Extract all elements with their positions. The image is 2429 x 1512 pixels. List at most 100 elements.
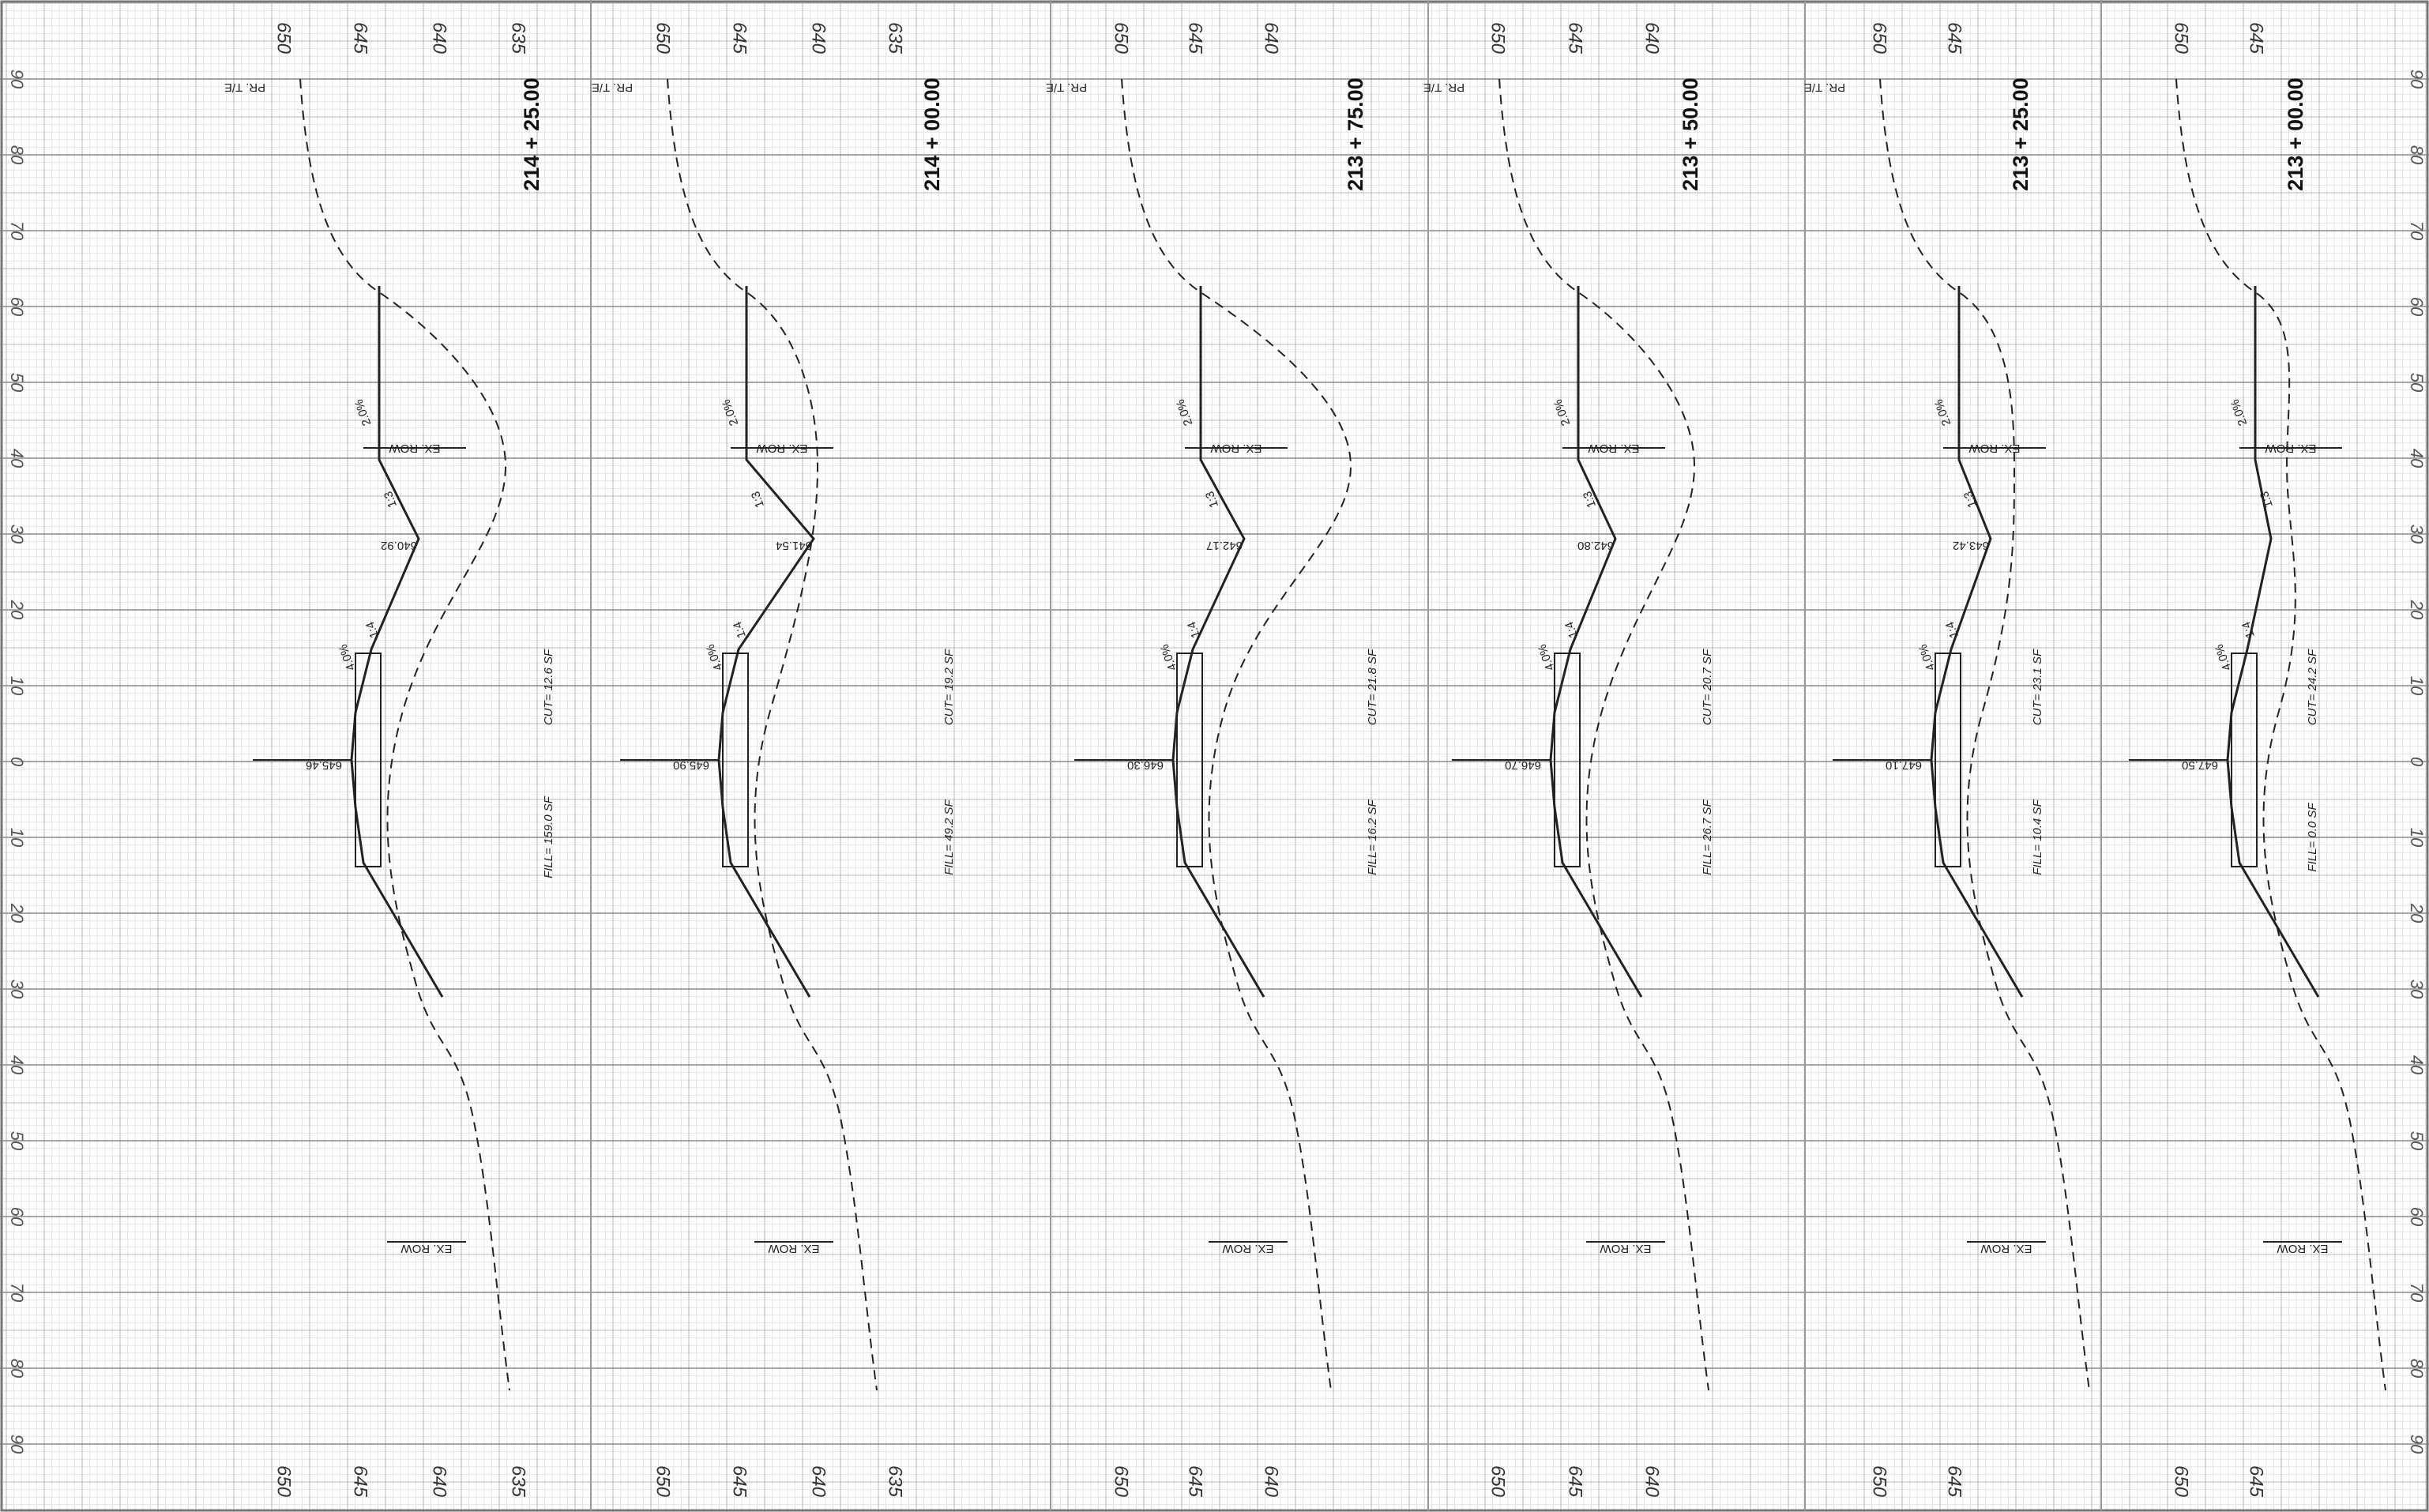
offset-label-left: 30	[7, 525, 27, 544]
existing-ground-line	[667, 78, 878, 1391]
slope-label: 1:3	[1581, 489, 1599, 509]
pavement-box	[1935, 653, 1961, 867]
offset-label-right: 60	[2407, 1207, 2427, 1227]
slope-label: 1:4	[1943, 619, 1961, 639]
elevation-label-bottom: 645	[729, 1465, 750, 1498]
offset-label-right: 50	[2407, 1131, 2427, 1151]
offset-label-left: 60	[7, 1207, 27, 1227]
elevation-label-top: 645	[350, 22, 371, 55]
offset-label-left: 20	[7, 600, 27, 620]
pavement-box	[722, 653, 749, 867]
centerline-elevation: 645.90	[673, 758, 709, 772]
ten-foot-lines	[0, 78, 2429, 1445]
offset-label-left: 40	[7, 449, 27, 468]
row-label-bottom: EX. ROW	[768, 1242, 820, 1255]
offset-label-left: 20	[7, 903, 27, 923]
elevation-label-top: 650	[652, 22, 674, 55]
slope-label: 1:4	[731, 619, 749, 639]
elevation-label-top: 640	[808, 22, 829, 55]
elevation-label-top: 650	[1111, 22, 1132, 55]
elevation-label-bottom: 645	[350, 1465, 371, 1498]
cut-area-label: CUT= 20.7 SF	[1701, 649, 1714, 725]
cut-area-label: CUT= 21.8 SF	[1366, 649, 1379, 725]
cut-area-label: CUT= 23.1 SF	[2031, 649, 2044, 725]
elevation-label-top: 640	[1261, 22, 1282, 55]
fill-area-label: FILL= 26.7 SF	[1701, 799, 1714, 874]
offset-label-right: 20	[2407, 600, 2427, 620]
row-label-bottom: EX. ROW	[1980, 1242, 2032, 1255]
offset-label-right: 80	[2407, 1359, 2427, 1378]
station-label: 213 + 75.00	[1344, 77, 1367, 190]
pavement-box	[2231, 653, 2258, 867]
slope-label: 1:3	[1203, 489, 1221, 509]
elevation-label-bottom: 645	[1185, 1465, 1206, 1498]
elevation-label-bottom: 640	[808, 1465, 829, 1498]
elevation-label-top: 645	[1185, 22, 1206, 55]
elevation-label-bottom: 645	[1565, 1465, 1586, 1498]
slope-label: 1:3	[1961, 489, 1980, 509]
offset-label-right: 70	[2407, 221, 2427, 241]
offset-label-left: 80	[7, 145, 27, 165]
offset-label-left: 70	[7, 221, 27, 241]
offset-label-right: 50	[2407, 373, 2427, 393]
slope-label: 1:4	[1562, 619, 1581, 639]
elevation-label-bottom: 650	[1487, 1465, 1509, 1498]
row-label-top: EX. ROW	[389, 442, 441, 455]
ditch-elevation: 642.80	[1577, 539, 1614, 552]
elevation-label-top: 645	[729, 22, 750, 55]
centerline-elevation: 647.50	[2182, 758, 2218, 772]
elevation-label-top: 645	[2246, 22, 2267, 55]
elevation-label-top: 635	[885, 22, 906, 55]
pr-te-label: PR. T/E	[1423, 81, 1465, 94]
fill-area-label: FILL= 159.0 SF	[542, 795, 555, 878]
pr-te-label: PR. T/E	[1804, 81, 1845, 94]
elevation-label-top: 650	[1487, 22, 1509, 55]
elevation-label-top: 640	[429, 22, 450, 55]
station-label: 213 + 25.00	[2009, 77, 2032, 190]
row-label-top: EX. ROW	[2265, 442, 2317, 455]
existing-ground-line	[1121, 78, 1352, 1391]
elevation-label-top: 650	[2171, 22, 2192, 55]
row-label-bottom: EX. ROW	[2277, 1242, 2329, 1255]
offset-label-left: 50	[7, 1131, 27, 1151]
station-label: 214 + 00.00	[920, 77, 944, 190]
row-label-top: EX. ROW	[1588, 442, 1640, 455]
ditch-elevation: 642.17	[1206, 539, 1243, 552]
station-label: 213 + 50.00	[1679, 77, 1702, 190]
offset-label-right: 30	[2407, 525, 2427, 544]
pr-te-label: PR. T/E	[592, 81, 633, 94]
pavement-box	[1176, 653, 1203, 867]
offset-label-left: 10	[7, 828, 27, 848]
pavement-box	[355, 653, 382, 867]
elevation-label-bottom: 645	[1944, 1465, 1965, 1498]
slope-label: 1:3	[2258, 489, 2276, 509]
offset-label-left: 40	[7, 1055, 27, 1075]
row-label-bottom: EX. ROW	[1222, 1242, 1274, 1255]
offset-label-right: 70	[2407, 1283, 2427, 1303]
elevation-label-top: 645	[1565, 22, 1586, 55]
station-label: 214 + 25.00	[520, 77, 543, 190]
offset-label-right: 90	[2407, 1435, 2427, 1454]
elevation-label-bottom: 635	[885, 1465, 906, 1498]
elevation-label-bottom: 635	[508, 1465, 529, 1498]
slope-label: 1:3	[382, 489, 400, 509]
elevation-label-bottom: 650	[2171, 1465, 2192, 1498]
offset-label-right: 20	[2407, 903, 2427, 923]
existing-ground-line	[2175, 78, 2386, 1391]
row-label-bottom: EX. ROW	[400, 1242, 453, 1255]
elevation-label-bottom: 650	[1111, 1465, 1132, 1498]
cross-section-panels: 650 645 640 635 650 645 640 635 214 + 25.00CUT= …	[224, 0, 2386, 1512]
existing-ground-line	[1498, 78, 1709, 1391]
station-label: 213 + 00.00	[2284, 77, 2307, 190]
offset-label-right: 10	[2407, 828, 2427, 848]
row-label-top: EX. ROW	[1968, 442, 2021, 455]
